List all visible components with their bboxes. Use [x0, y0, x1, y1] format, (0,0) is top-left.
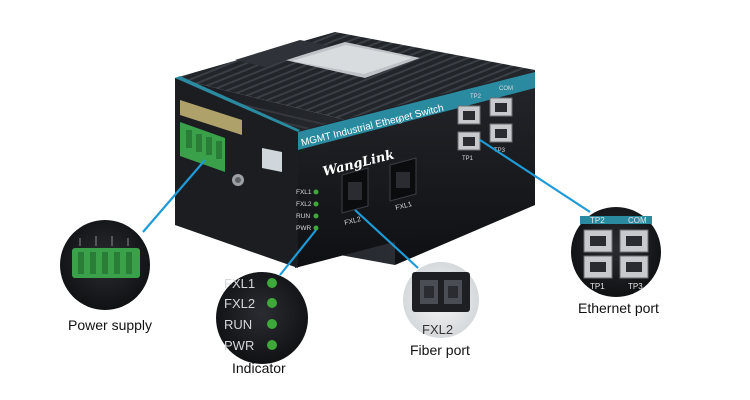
- registered-mark: ®: [397, 117, 405, 126]
- zoom-led-label-run: RUN: [224, 317, 252, 332]
- zoom-port-label-tp3: TP3: [628, 282, 643, 291]
- device-fiber-label-fxl2: FXL2: [344, 216, 362, 227]
- zoom-ethernet-port: TP2 COM TP1 TP3: [571, 207, 661, 297]
- zoom-port-label-tp2: TP2: [590, 216, 605, 225]
- caption-fiber-port: Fiber port: [410, 342, 470, 358]
- device-port-label-tp2: TP2: [470, 94, 482, 100]
- zoom-fiber-port: FXL2: [403, 262, 479, 338]
- device-fiber-label-fxl1: FXL1: [395, 201, 413, 212]
- zoom-led-label-pwr: PWR: [224, 338, 254, 353]
- zoom-fiber-label: FXL2: [422, 322, 453, 337]
- device-led-label-pwr: PWR: [296, 225, 311, 232]
- zoom-led-label-fxl1: FXL1: [224, 276, 255, 291]
- side-sticker: [262, 148, 282, 172]
- zoom-port-label-com: COM: [628, 216, 647, 225]
- device-port-label-tp1: TP1: [462, 156, 474, 162]
- zoom-port-label-tp1: TP1: [590, 282, 605, 291]
- zoom-power-supply: [60, 220, 150, 310]
- callout-lines: [142, 139, 591, 276]
- device-led-label-fxl2: FXL2: [296, 201, 312, 208]
- teal-title-band: [298, 72, 535, 150]
- fiber-ports: [341, 157, 417, 214]
- zoom-indicator: FXL1 FXL2 RUN PWR: [216, 272, 308, 364]
- front-leds: [313, 189, 319, 231]
- caption-power-supply: Power supply: [68, 317, 153, 333]
- ethernet-ports: [457, 97, 513, 151]
- device-port-label-tp3: TP3: [494, 148, 506, 154]
- device-led-label-run: RUN: [296, 213, 310, 220]
- power-terminal-block: [180, 100, 242, 172]
- device-port-label-com: COM: [499, 86, 513, 92]
- caption-indicator: Indicator: [232, 360, 286, 376]
- device-led-label-fxl1: FXL1: [296, 189, 312, 196]
- zoom-led-label-fxl2: FXL2: [224, 296, 255, 311]
- caption-ethernet-port: Ethernet port: [578, 300, 659, 316]
